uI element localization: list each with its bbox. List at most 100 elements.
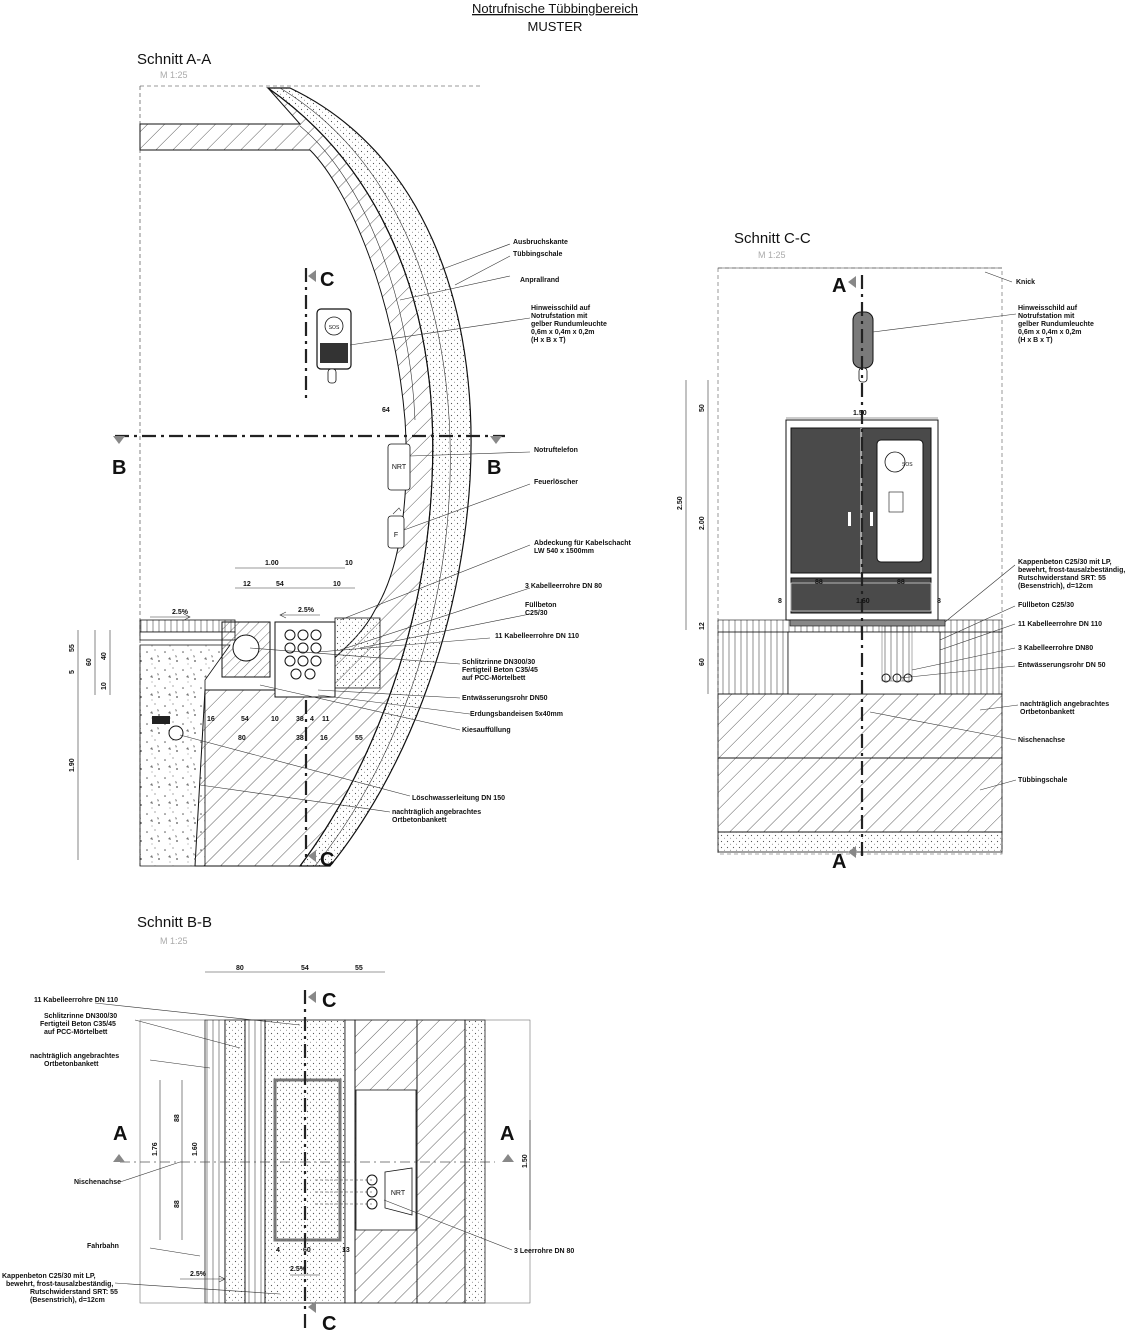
label-cc-hinweis-2: Notrufstation mit <box>1018 313 1075 320</box>
label-aa-ortbeton-1: nachträglich angebrachtes <box>392 809 481 816</box>
label-cc-nischen: Nischenachse <box>1018 737 1065 744</box>
dim-aa-v10: 10 <box>101 682 108 690</box>
dim-cc-v12: 12 <box>699 622 706 630</box>
dim-aa-10a: 10 <box>345 560 353 567</box>
nrt-label-aa: NRT <box>392 464 407 471</box>
dim-bb-v88a: 88 <box>174 1114 181 1122</box>
section-aa-title: Schnitt A-A <box>137 51 211 68</box>
dim-cc-v250: 2.50 <box>677 496 684 510</box>
label-aa-anprallrand: Anprallrand <box>520 277 559 284</box>
marker-a-right-bb: A <box>500 1123 514 1145</box>
dim-aa-b55: 55 <box>355 735 363 742</box>
sos-label: SOS <box>329 325 340 331</box>
label-bb-kappen-2: bewehrt, frost-tausalzbeständig, <box>6 1281 113 1288</box>
label-bb-leer3: 3 Leerrohre DN 80 <box>514 1248 574 1255</box>
dim-aa-v190: 1.90 <box>69 758 76 772</box>
dim-aa-100: 1.00 <box>265 560 279 567</box>
dim-aa-b80: 80 <box>238 735 246 742</box>
slope-bb-a: 2.5% <box>190 1271 207 1278</box>
dim-aa-10b: 10 <box>333 581 341 588</box>
drawing-title: Notrufnische Tübbingbereich <box>472 1 638 16</box>
label-cc-kabel11: 11 Kabelleerrohre DN 110 <box>1018 621 1102 628</box>
label-aa-hinweis-3: gelber Rundumleuchte <box>531 321 607 328</box>
label-aa-erdung: Erdungsbandeisen 5x40mm <box>470 711 563 718</box>
dim-cc-h160: 1.60 <box>856 598 870 605</box>
dim-aa-64: 64 <box>382 407 390 414</box>
dim-aa-54: 54 <box>276 581 284 588</box>
dim-bb-t54: 54 <box>301 965 309 972</box>
dim-cc-v50: 50 <box>699 404 706 412</box>
label-aa-kabel3: 3 Kabelleerrohre DN 80 <box>525 583 602 590</box>
label-aa-schlitz-3: auf PCC-Mörtelbett <box>462 675 526 682</box>
label-bb-kappen-4: (Besenstrich), d=12cm <box>30 1297 105 1304</box>
label-cc-kabel3: 3 Kabelleerrohre DN80 <box>1018 645 1093 652</box>
label-aa-abdeckung-2: LW 540 x 1500mm <box>534 548 594 555</box>
section-cc: Schnitt C-C M 1:25 SOS <box>677 230 1125 873</box>
section-arrow-icon <box>113 436 125 444</box>
dim-aa-v60: 60 <box>86 658 93 666</box>
marker-b-right: B <box>487 457 501 479</box>
label-bb-schlitz-2: Fertigteil Beton C35/45 <box>40 1021 116 1028</box>
label-cc-fuell: Füllbeton C25/30 <box>1018 602 1074 609</box>
dim-bb-b13: 13 <box>342 1247 350 1254</box>
label-aa-kies: Kiesauffüllung <box>462 727 511 734</box>
label-cc-knick: Knick <box>1016 279 1035 286</box>
slope-bb-b: 2.5% <box>290 1266 307 1273</box>
label-cc-kappen-2: bewehrt, frost-tausalzbeständig, <box>1018 567 1125 574</box>
dim-aa-v55: 55 <box>69 644 76 652</box>
dim-aa-b16: 16 <box>207 716 215 723</box>
marker-b-left: B <box>112 457 126 479</box>
dim-bb-t55: 55 <box>355 965 363 972</box>
label-cc-kappen-3: Rutschwiderstand SRT: 55 <box>1018 575 1106 582</box>
label-aa-hinweis-1: Hinweisschild auf <box>531 305 591 312</box>
label-aa-notruftelefon: Notruftelefon <box>534 447 578 454</box>
conduit-bundle-cc <box>881 625 913 683</box>
label-bb-nischen: Nischenachse <box>74 1179 121 1186</box>
dim-bb-v176: 1.76 <box>152 1142 159 1156</box>
dim-aa-b11: 11 <box>322 716 330 723</box>
label-cc-ortbeton-1: nachträglich angebrachtes <box>1020 701 1109 708</box>
dim-bb-v160: 1.60 <box>192 1142 199 1156</box>
label-aa-fuell-1: Füllbeton <box>525 602 557 609</box>
label-aa-tuebbingschale: Tübbingschale <box>513 251 563 258</box>
dim-bb-b4: 4 <box>276 1247 280 1254</box>
marker-c-bottom: C <box>320 849 334 871</box>
dim-aa-b10: 10 <box>271 716 279 723</box>
section-bb-scale: M 1:25 <box>160 936 188 946</box>
nrt-label-bb: NRT <box>391 1190 406 1197</box>
label-aa-fuell-2: C25/30 <box>525 610 548 617</box>
sos-phone-icon <box>324 316 344 336</box>
dim-cc-h8a: 8 <box>778 598 782 605</box>
dim-aa-12: 12 <box>243 581 251 588</box>
label-bb-schlitz-3: auf PCC-Mörtelbett <box>44 1029 108 1036</box>
nrt-device-aa: NRT <box>387 443 411 491</box>
label-cc-hinweis-3: gelber Rundumleuchte <box>1018 321 1094 328</box>
section-aa-scale: M 1:25 <box>160 70 188 80</box>
section-aa: Schnitt A-A M 1:25 <box>69 51 632 871</box>
section-cc-title: Schnitt C-C <box>734 230 811 247</box>
label-bb-fahrbahn: Fahrbahn <box>87 1243 119 1250</box>
label-aa-kabel11: 11 Kabelleerrohre DN 110 <box>495 633 579 640</box>
label-cc-ortbeton-2: Ortbetonbankett <box>1020 709 1075 716</box>
extinguisher-icon: F <box>387 507 405 549</box>
label-cc-entwaess: Entwässerungsrohr DN 50 <box>1018 662 1106 669</box>
label-aa-schlitz-2: Fertigteil Beton C35/45 <box>462 667 538 674</box>
label-bb-ortbeton-1: nachträglich angebrachtes <box>30 1053 119 1060</box>
dim-bb-b60: 60 <box>303 1247 311 1254</box>
dim-aa-b38b: 38 <box>296 735 304 742</box>
label-aa-abdeckung-1: Abdeckung für Kabelschacht <box>534 540 632 547</box>
slope-aa-a: 2.5% <box>172 609 189 616</box>
notruf-sign-device: SOS <box>316 308 352 384</box>
section-cc-scale: M 1:25 <box>758 250 786 260</box>
section-bb-title: Schnitt B-B <box>137 914 212 931</box>
dim-cc-h150: 1.50 <box>853 410 867 417</box>
label-cc-kappen-4: (Besenstrich), d=12cm <box>1018 583 1093 590</box>
marker-c-top: C <box>320 269 334 291</box>
label-bb-kabel11: 11 Kabelleerrohre DN 110 <box>34 997 118 1004</box>
dim-cc-h8b: 8 <box>937 598 941 605</box>
label-bb-kappen-3: Rutschwiderstand SRT: 55 <box>30 1289 118 1296</box>
label-aa-entwaess: Entwässerungsrohr DN50 <box>462 695 548 702</box>
dim-aa-b54: 54 <box>241 716 249 723</box>
marker-c-top-bb: C <box>322 990 336 1012</box>
